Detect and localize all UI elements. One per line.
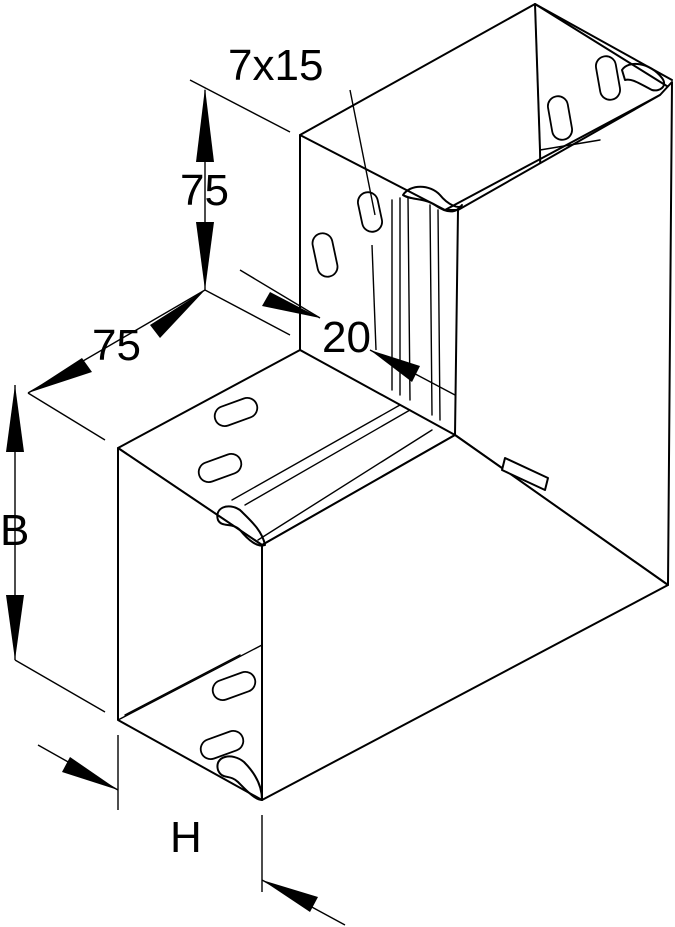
- dim-20-arrow-right: [370, 350, 420, 382]
- dim-h-arrow-right: [262, 880, 318, 912]
- flange-line-4: [429, 204, 433, 416]
- slot-back-1: [595, 55, 621, 101]
- label-height: H: [170, 813, 202, 862]
- dim-75v-arrow-bottom: [196, 222, 214, 290]
- slot-top-2: [197, 452, 243, 484]
- end-opening-floor-inner: [124, 654, 241, 716]
- top-flange-line-3: [257, 429, 433, 541]
- top-flange-line-2: [244, 409, 411, 506]
- vertical-leg-top-rim-inner: [444, 94, 661, 211]
- dim-7x15-leader-lower: [371, 244, 377, 351]
- dim-b-ext: [14, 659, 106, 713]
- label-flange: 20: [322, 313, 371, 362]
- dim-75v-ext-top: [189, 79, 291, 133]
- vertical-leg-lip-center: [402, 185, 463, 213]
- label-leg-vertical: 75: [180, 166, 229, 215]
- dimensions: [6, 79, 456, 926]
- side-tab: [501, 457, 549, 491]
- dim-7x15-leader: [349, 89, 376, 216]
- end-opening-floor-edge: [117, 644, 263, 721]
- dim-75v-arrow-top: [196, 88, 214, 162]
- horizontal-leg-lip-top: [216, 505, 266, 547]
- top-flange-line-1: [231, 404, 401, 501]
- dim-b-arrow-bottom: [6, 595, 24, 660]
- dim-75h-arrow-bottom: [28, 358, 92, 393]
- dim-20-line-left: [239, 269, 321, 319]
- vertical-leg-lip-right: [621, 62, 666, 92]
- slot-bottom-1: [211, 670, 257, 702]
- label-leg-horizontal: 75: [92, 321, 141, 370]
- slot-top-1: [213, 396, 259, 428]
- dim-20-arrow-left: [262, 292, 320, 318]
- dim-b-arrow-top: [6, 385, 24, 452]
- dim-75h-arrow-top: [150, 290, 205, 338]
- flange-line-5: [437, 209, 441, 421]
- vertical-leg-inner-floor: [539, 139, 601, 151]
- dim-75h-ext: [204, 289, 291, 336]
- slot-vertical-front-1: [357, 191, 383, 233]
- dim-75h-ext-bottom: [27, 392, 106, 441]
- label-width: B: [0, 506, 29, 555]
- slot-vertical-front-2: [311, 232, 339, 278]
- horizontal-leg: [117, 349, 669, 801]
- horizontal-leg-lip-bottom: [216, 755, 263, 801]
- dim-h-arrow-left: [62, 757, 118, 790]
- slot-bottom-2: [199, 729, 245, 761]
- slot-back-2: [547, 95, 573, 141]
- vertical-leg-inner-edge: [534, 3, 541, 151]
- label-slot-size: 7x15: [228, 41, 323, 90]
